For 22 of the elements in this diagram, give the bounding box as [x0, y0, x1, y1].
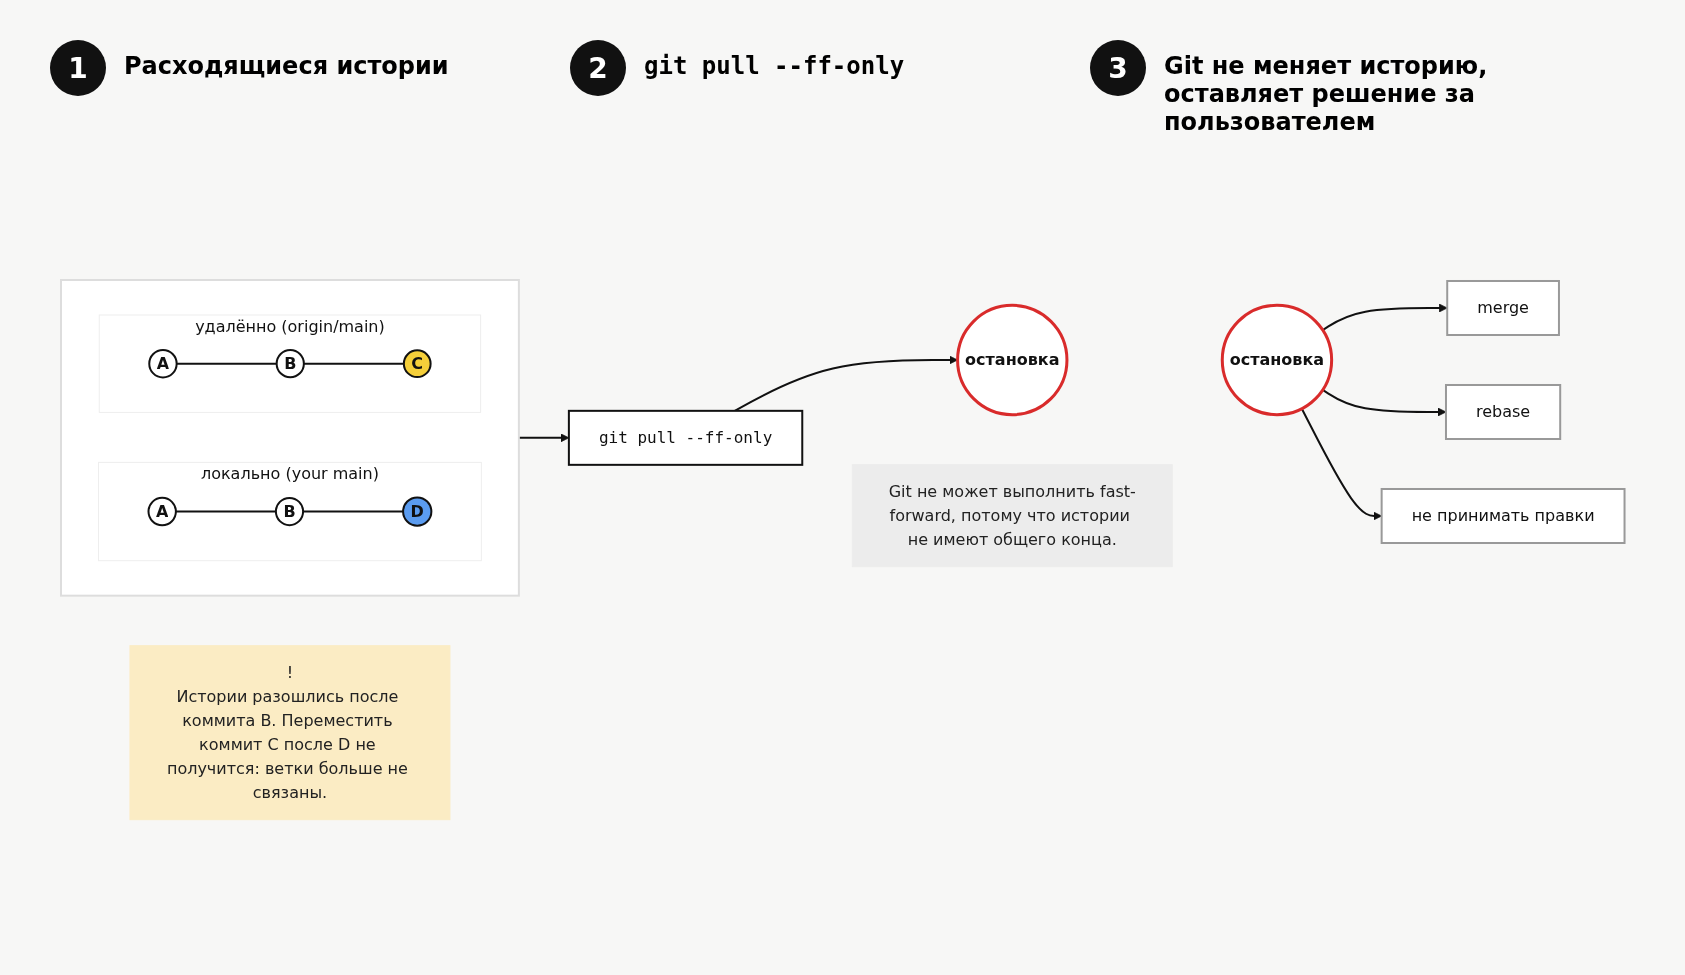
node-circle: остановка: [1220, 303, 1333, 417]
step-number: 1: [50, 40, 106, 96]
arrow: [1300, 407, 1382, 521]
node-circle: B: [274, 497, 304, 527]
node-box: merge: [1445, 280, 1560, 337]
node-circle: C: [402, 349, 432, 379]
node-box: ! Истории разошлись после коммита B. Переместить коммит C после D не получится: ветки больше не связаны.: [129, 645, 451, 821]
node-box: не принимать правки: [1380, 488, 1626, 545]
node-box: rebase: [1444, 384, 1561, 441]
step-number: 2: [570, 40, 626, 96]
arrow: [733, 355, 958, 412]
node-circle: остановка: [955, 303, 1069, 417]
node-circle: B: [275, 349, 305, 379]
node-circle: A: [148, 349, 178, 379]
cluster: [59, 279, 520, 597]
node-circle: A: [147, 497, 177, 527]
node-circle: D: [401, 496, 433, 527]
step-heading: Расходящиеся истории: [124, 51, 449, 80]
step-heading: Git не меняет историю, оставляет решение за пользователем: [1164, 51, 1489, 136]
step-number: 3: [1090, 40, 1146, 96]
node-box: git pull --ff-only: [567, 410, 803, 466]
step-heading: git pull --ff-only: [644, 51, 905, 80]
